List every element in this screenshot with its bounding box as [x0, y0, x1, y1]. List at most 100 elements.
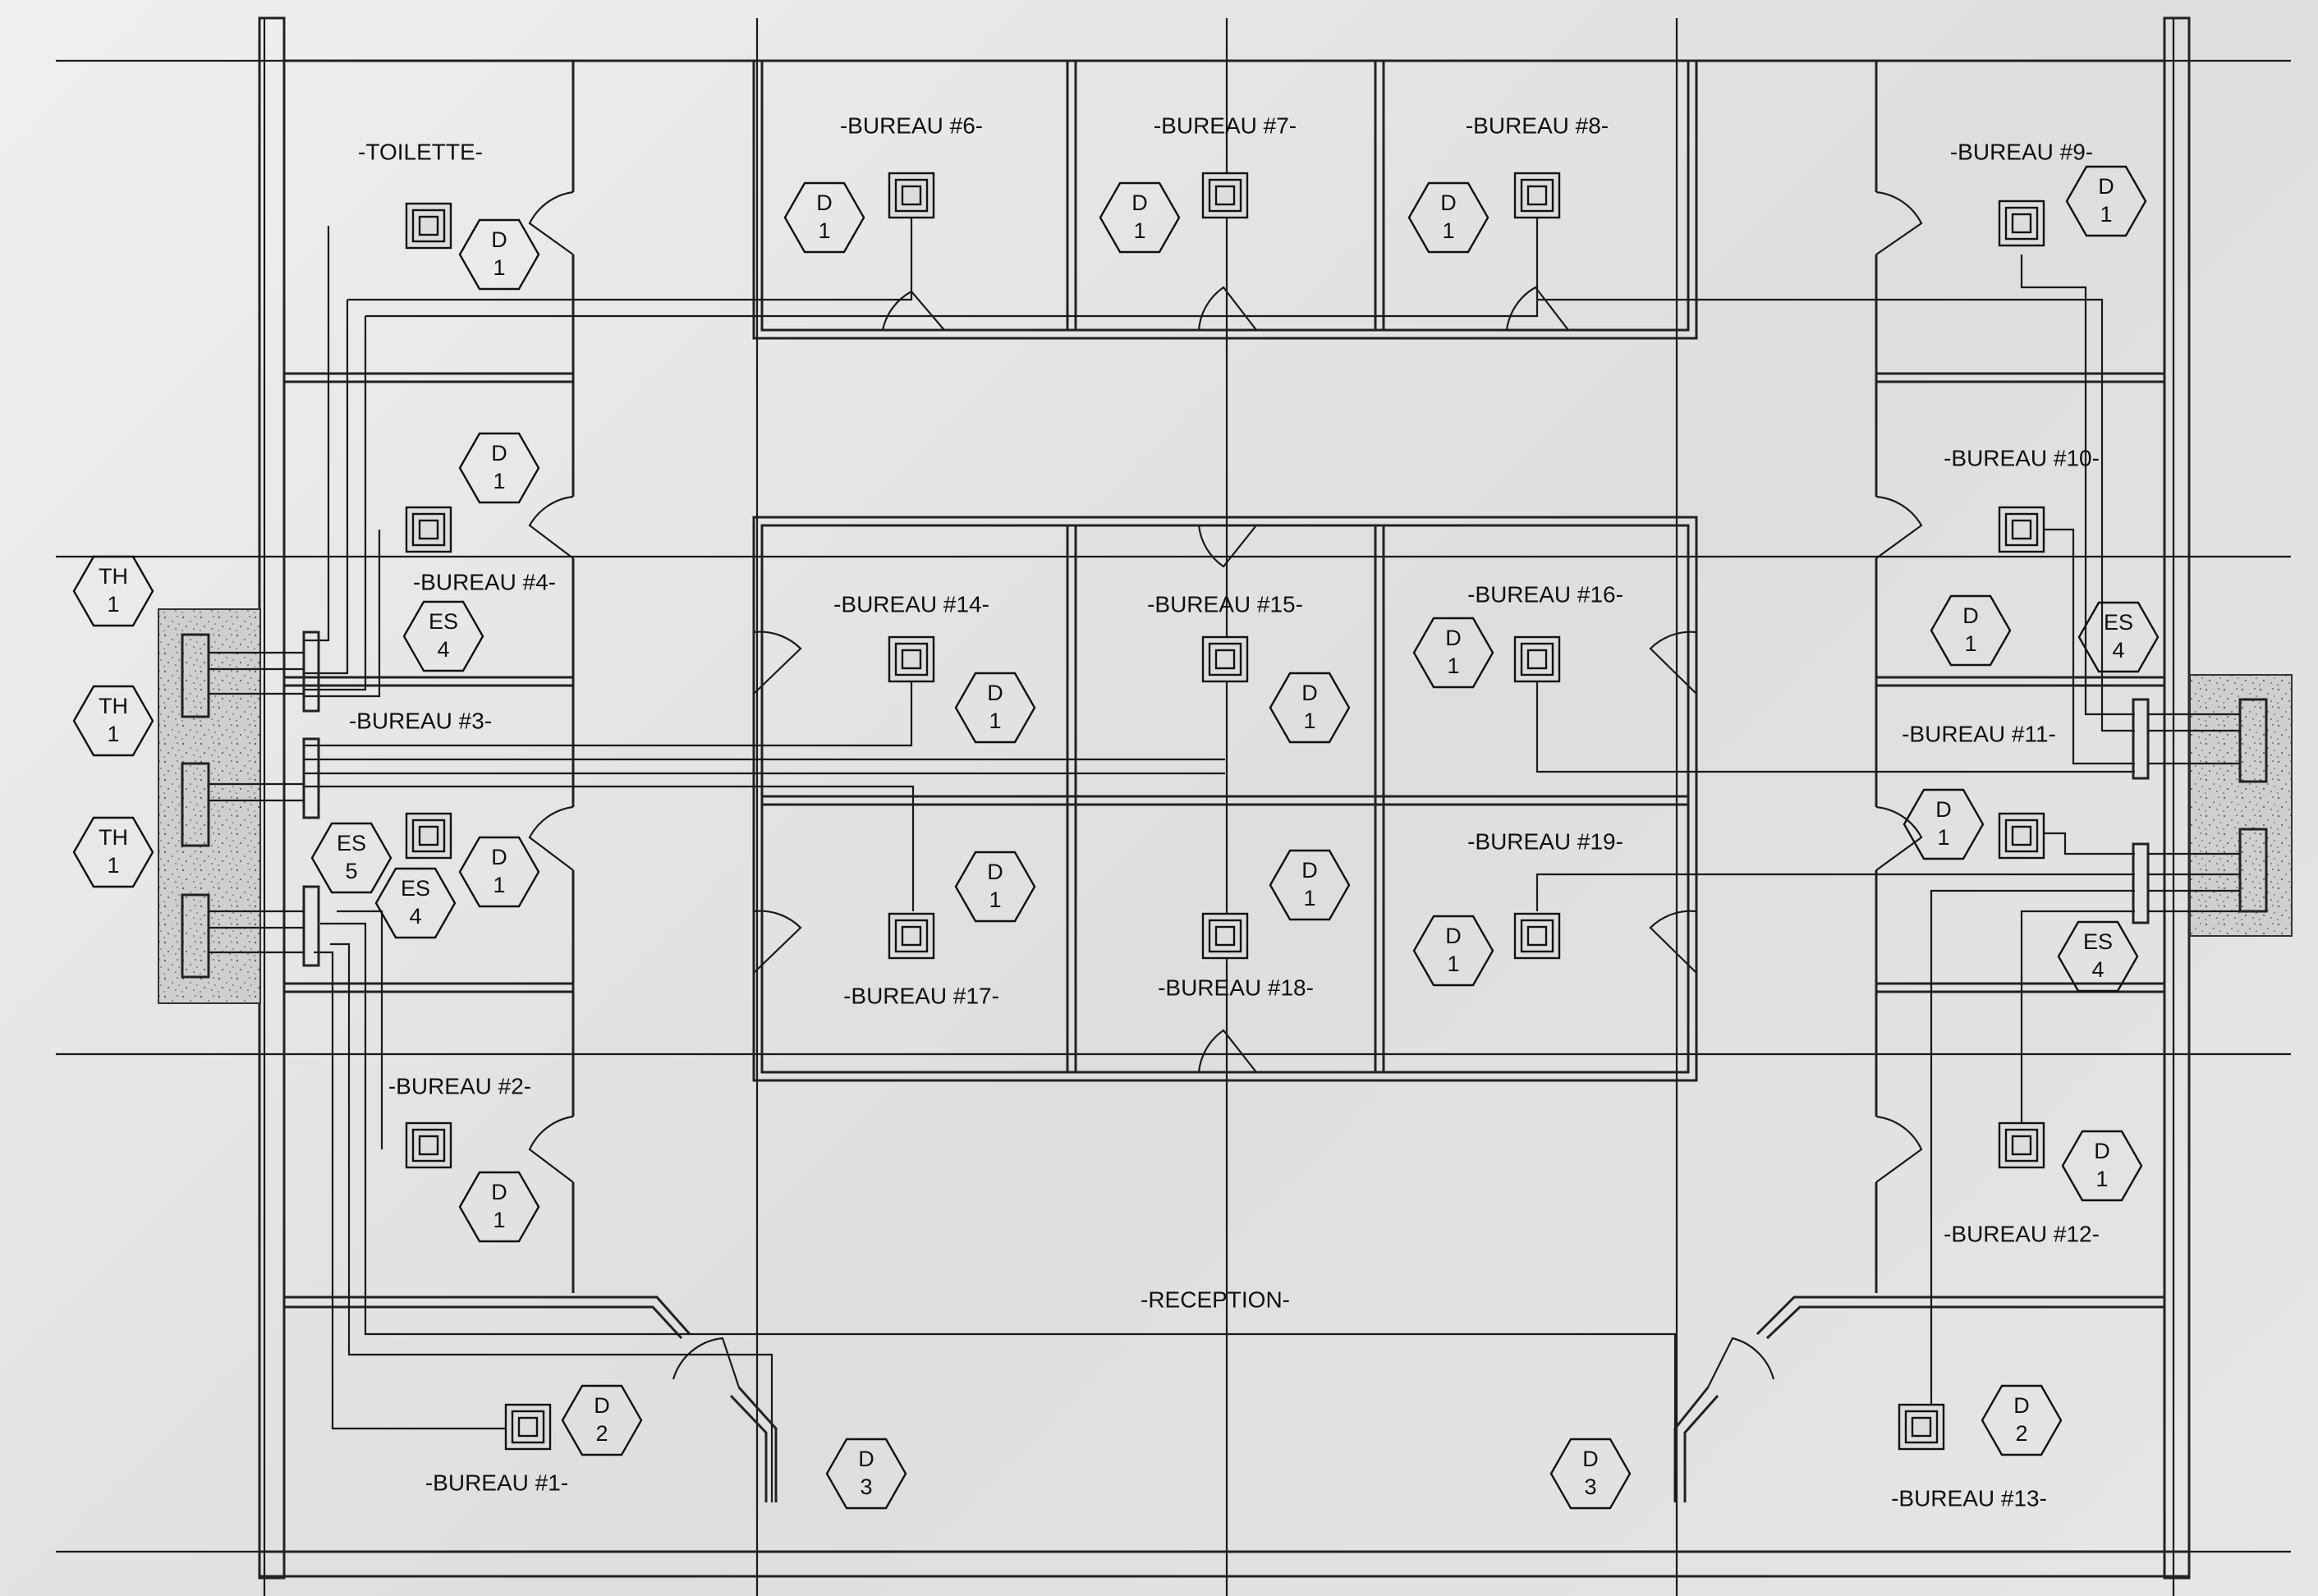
- room-label-bureau-15: -BUREAU #15-: [1147, 591, 1303, 617]
- tag-d1: D1: [1930, 594, 2012, 667]
- tag-number: 1: [1133, 218, 1145, 243]
- tag-number: 1: [493, 873, 505, 897]
- diffuser-icon: [1898, 1403, 1945, 1451]
- tag-es4: ES4: [2077, 601, 2160, 673]
- tag-d1: D1: [1269, 672, 1351, 744]
- tag-d1: D1: [783, 181, 865, 254]
- tag-number: 3: [860, 1474, 872, 1499]
- room-label-bureau-14: -BUREAU #14-: [833, 591, 989, 617]
- tag-number: 4: [2112, 638, 2124, 663]
- room-labels: -TOILETTE- -BUREAU #4- -BUREAU #3- -BURE…: [349, 112, 2100, 1511]
- diffuser-icon: [888, 912, 935, 960]
- room-label-toilette: -TOILETTE-: [358, 139, 483, 164]
- diffuser-icon: [405, 812, 452, 860]
- tag-d1: D1: [458, 836, 540, 908]
- tag-code: D: [1582, 1447, 1599, 1471]
- tag-d3: D3: [1549, 1438, 1632, 1510]
- doors: [528, 190, 1923, 1388]
- tag-code: D: [1962, 603, 1979, 628]
- diffuser-icon: [1513, 912, 1561, 960]
- diffuser-icon: [1998, 200, 2045, 247]
- tag-code: TH: [99, 564, 128, 589]
- ducts: [304, 185, 2135, 1502]
- tag-code: D: [816, 190, 833, 215]
- tag-code: TH: [99, 825, 128, 850]
- tag-number: 1: [989, 887, 1001, 912]
- room-label-bureau-17: -BUREAU #17-: [843, 983, 999, 1008]
- tag-code: D: [1445, 924, 1462, 948]
- room-label-reception: -RECEPTION-: [1141, 1286, 1290, 1312]
- tag-es4: ES 4: [402, 600, 484, 672]
- diffuser-icon: [1201, 635, 1249, 683]
- tag-number: 1: [818, 218, 830, 243]
- mechanical-units: [158, 608, 2293, 1004]
- tag-code: D: [2094, 1139, 2110, 1163]
- diffusers: [405, 172, 2045, 1451]
- tag-d1: D1: [458, 218, 540, 291]
- diffuser-icon: [405, 1121, 452, 1169]
- grid-lines: [56, 18, 2291, 1596]
- tag-number: 4: [409, 904, 421, 929]
- tag-d1: D1: [954, 672, 1036, 744]
- tag-number: 1: [107, 592, 119, 617]
- tag-th1: TH1: [72, 685, 154, 757]
- tag-d3: D3: [825, 1438, 907, 1510]
- tag-number: 4: [2091, 957, 2104, 982]
- tag-number: 1: [2095, 1167, 2108, 1191]
- tag-d1: D1: [2065, 165, 2147, 237]
- tag-d1: D1: [458, 1171, 540, 1243]
- room-label-bureau-9: -BUREAU #9-: [1950, 139, 2093, 164]
- tag-code: D: [858, 1447, 874, 1471]
- tag-d2: D2: [561, 1384, 643, 1456]
- tag-number: 1: [107, 853, 119, 878]
- tag-code: ES: [401, 876, 430, 901]
- tag-th1: TH 1: [72, 816, 154, 888]
- tag-number: 1: [493, 469, 505, 493]
- tag-number: 1: [107, 722, 119, 746]
- tag-number: 1: [989, 709, 1001, 733]
- tag-code: D: [1440, 190, 1457, 215]
- tag-code: D: [1131, 190, 1148, 215]
- room-label-bureau-13: -BUREAU #13-: [1891, 1485, 2047, 1511]
- diffuser-icon: [1513, 172, 1561, 219]
- tag-code: D: [491, 227, 507, 252]
- tag-code: D: [1301, 858, 1318, 883]
- room-label-bureau-10: -BUREAU #10-: [1944, 445, 2100, 470]
- tag-number: 1: [1303, 709, 1315, 733]
- diffuser-icon: [888, 172, 935, 219]
- tag-d1: D1: [1099, 181, 1181, 254]
- tag-code: ES: [337, 831, 366, 855]
- room-label-bureau-11: -BUREAU #11-: [1902, 721, 2056, 746]
- room-label-bureau-7: -BUREAU #7-: [1154, 112, 1297, 138]
- tag-es4: ES 4: [374, 867, 457, 939]
- tag-number: 4: [437, 637, 449, 662]
- tag-number: 1: [1447, 654, 1459, 678]
- tag-code: D: [2098, 174, 2114, 199]
- tag-number: 1: [1937, 825, 1949, 850]
- tag-number: 1: [1964, 631, 1976, 656]
- tag-number: 1: [493, 255, 505, 280]
- diffuser-icon: [888, 635, 935, 683]
- tag-es5: ES5: [310, 822, 392, 894]
- tag-number: 2: [2015, 1421, 2027, 1446]
- tag-number: 1: [1447, 952, 1459, 976]
- room-label-bureau-3: -BUREAU #3-: [349, 708, 492, 733]
- tag-code: D: [1301, 681, 1318, 705]
- tag-code: D: [594, 1393, 610, 1418]
- tag-code: D: [987, 681, 1003, 705]
- diffuser-icon: [1998, 812, 2045, 860]
- walls: [258, 16, 2191, 1580]
- room-label-bureau-8: -BUREAU #8-: [1466, 112, 1609, 138]
- tag-number: 3: [1584, 1474, 1596, 1499]
- tag-th1: TH 1: [72, 555, 154, 627]
- tag-number: 1: [1303, 886, 1315, 910]
- room-label-bureau-12: -BUREAU #12-: [1944, 1221, 2100, 1246]
- tag-code: ES: [429, 609, 458, 634]
- diffuser-icon: [1998, 506, 2045, 553]
- diffuser-icon: [1998, 1121, 2045, 1169]
- tag-d2: D2: [1981, 1384, 2063, 1456]
- tag-code: ES: [2083, 929, 2113, 954]
- tag-d1: D1: [1903, 788, 1985, 860]
- room-label-bureau-16: -BUREAU #16-: [1467, 581, 1623, 607]
